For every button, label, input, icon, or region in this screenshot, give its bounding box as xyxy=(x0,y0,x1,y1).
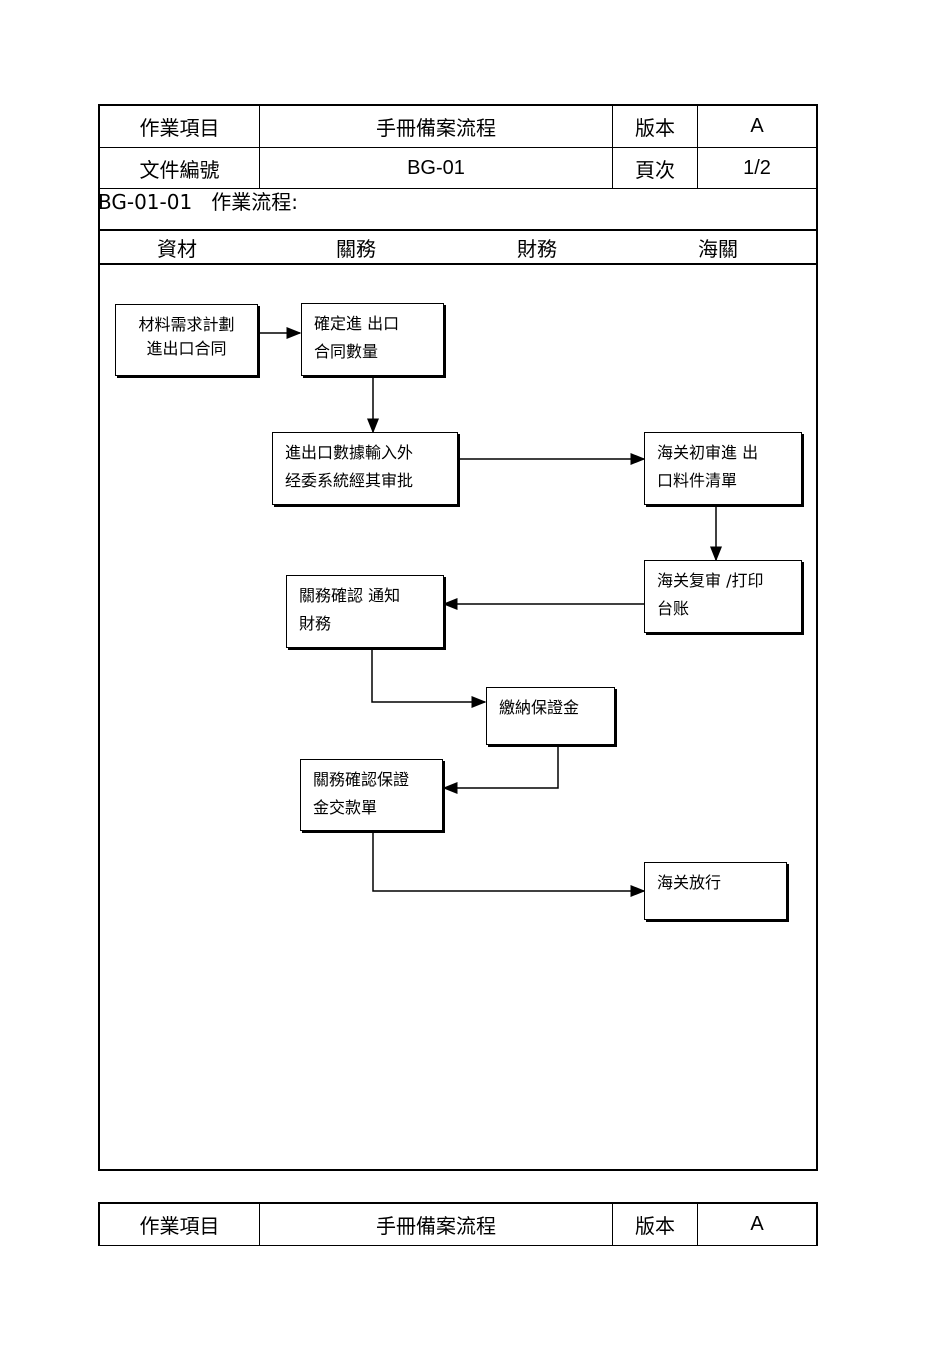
box-customs-initial-review: 海关初审進 出 口料件清單 xyxy=(644,432,802,505)
footer-item-label: 作業項目 xyxy=(100,1204,260,1245)
footer-row-item: 作業項目 手冊備案流程 版本 A xyxy=(100,1204,816,1246)
doc-no-label: 文件編號 xyxy=(100,148,260,188)
lane-customs-affairs: 關務 xyxy=(336,236,376,261)
header-row-docno: 文件編號 BG-01 頁次 1/2 xyxy=(100,148,816,189)
version-value: A xyxy=(750,115,764,137)
header-row-item: 作業項目 手冊備案流程 版本 A xyxy=(100,106,816,148)
box-confirm-quantity: 確定進 出口 合同數量 xyxy=(301,303,444,376)
lane-finance: 財務 xyxy=(517,236,557,261)
lane-customs: 海關 xyxy=(698,236,738,261)
page-label: 頁次 xyxy=(613,148,698,188)
box-material-plan: 材料需求計劃 進出口合同 xyxy=(115,304,258,376)
footer-version-label: 版本 xyxy=(613,1204,698,1245)
section-title-row: BG-01-01 作業流程: xyxy=(98,189,816,231)
lane-material: 資材 xyxy=(157,236,197,261)
footer-item-value: 手冊備案流程 xyxy=(260,1204,613,1245)
arrow-slip-to-release xyxy=(372,831,646,897)
section-title: BG-01-01 作業流程: xyxy=(98,190,299,214)
footer-version-value: A xyxy=(750,1213,764,1235)
doc-no-value: BG-01 xyxy=(260,148,613,188)
arrow-pay-to-slip xyxy=(442,745,559,794)
box-notify-finance: 關務確認 通知 財務 xyxy=(286,575,444,648)
arrow-notify-to-pay xyxy=(371,647,487,708)
version-label: 版本 xyxy=(613,106,698,147)
header-table: 作業項目 手冊備案流程 版本 A 文件編號 BG-01 頁次 1/2 BG-01… xyxy=(98,104,818,1171)
box-pay-deposit: 繳納保證金 xyxy=(486,687,615,745)
item-value: 手冊備案流程 xyxy=(260,106,613,147)
lane-header-row: 資材 關務 財務 海關 xyxy=(100,231,816,265)
box-confirm-deposit-slip: 關務確認保證 金交款單 xyxy=(300,759,443,831)
item-label: 作業項目 xyxy=(100,106,260,147)
page-value: 1/2 xyxy=(743,156,771,179)
footer-header-table: 作業項目 手冊備案流程 版本 A xyxy=(98,1202,818,1246)
box-customs-recheck: 海关复审 /打印 台账 xyxy=(644,560,802,633)
box-customs-release: 海关放行 xyxy=(644,862,787,920)
box-data-entry: 進出口數據輸入外 经委系統經其审批 xyxy=(272,432,458,505)
